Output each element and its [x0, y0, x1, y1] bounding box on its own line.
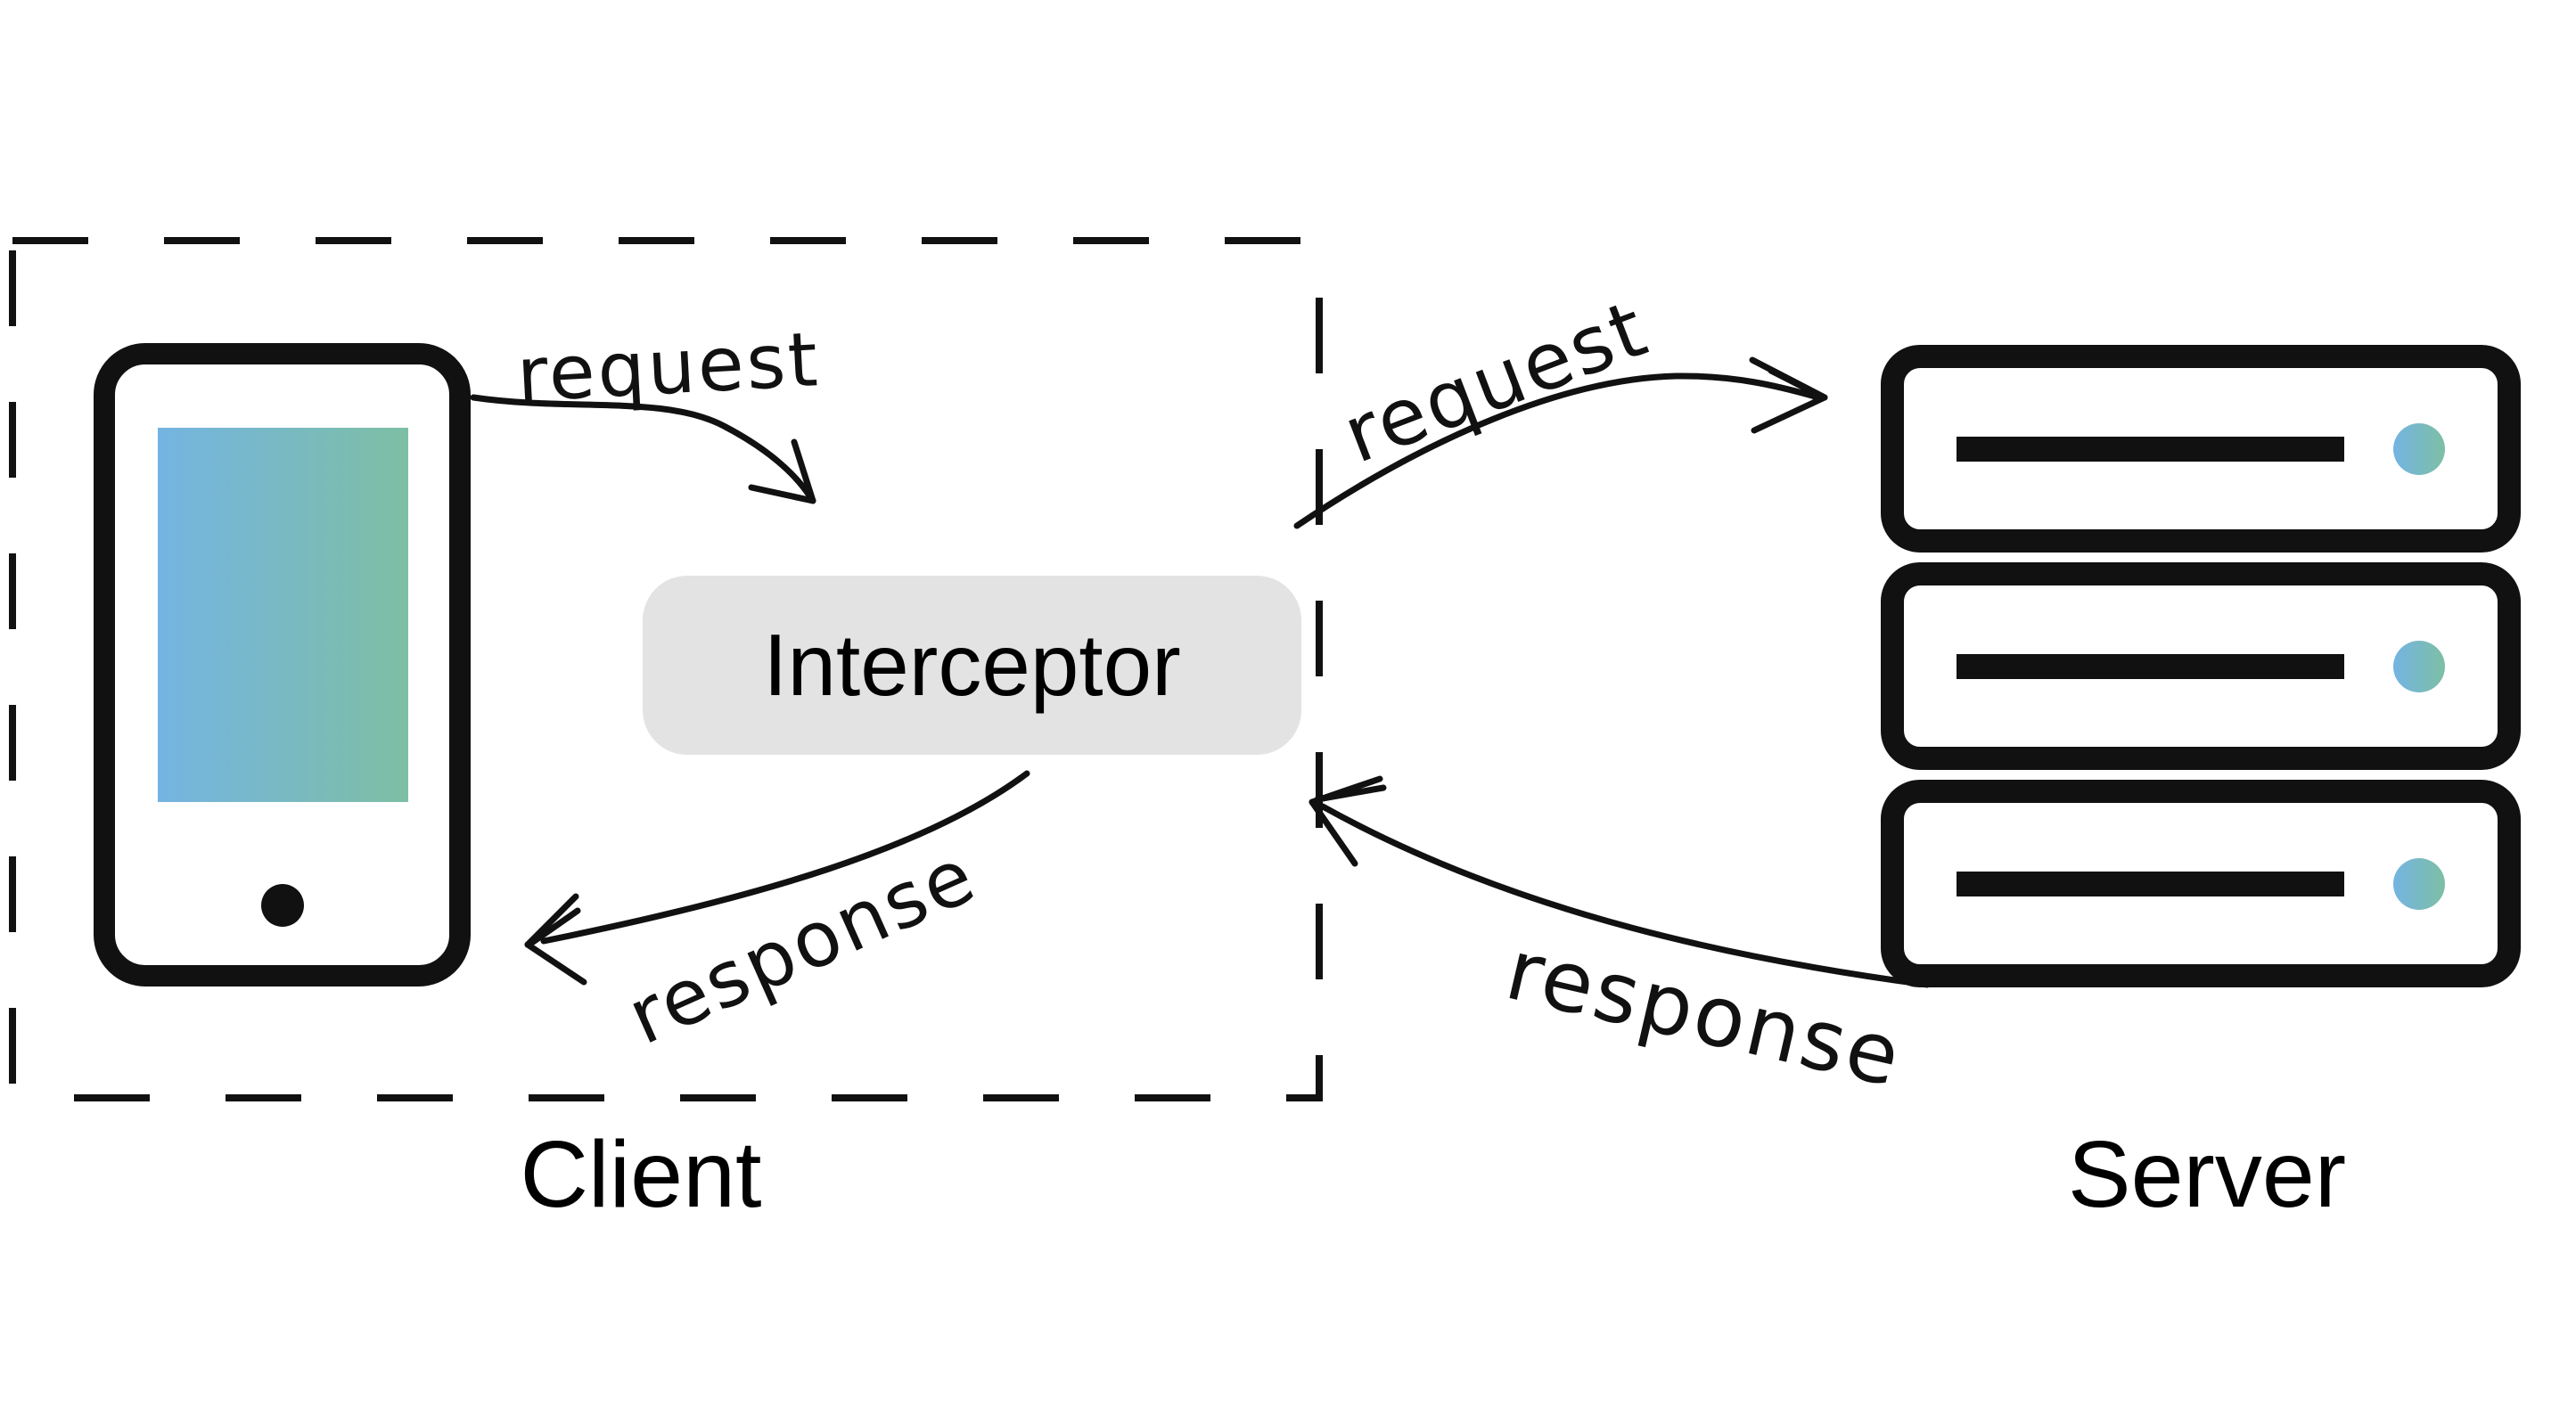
phone-screen: [158, 428, 408, 802]
interceptor-box: Interceptor: [643, 576, 1301, 755]
server-label: Server: [2067, 1122, 2347, 1227]
server-unit: [1881, 345, 2521, 553]
server-led-icon: [2393, 857, 2445, 910]
server-unit: [1881, 562, 2521, 770]
server-drive-bar-icon: [1957, 653, 2344, 679]
phone-icon: [94, 343, 471, 986]
server-led-icon: [2393, 640, 2445, 692]
request-label-client: request: [514, 315, 823, 419]
client-label: Client: [520, 1122, 762, 1227]
request-arrow-interceptor-to-server: [1293, 356, 1828, 529]
server-drive-bar-icon: [1957, 871, 2344, 896]
request-arrow-client-to-interceptor: [470, 394, 816, 504]
phone-home-button-icon: [261, 884, 304, 927]
response-arrow-interceptor-to-client: [524, 770, 1030, 986]
arrowhead-icon: [791, 438, 816, 504]
interceptor-label: Interceptor: [763, 616, 1181, 714]
server-led-icon: [2393, 422, 2445, 475]
server-drive-bar-icon: [1957, 436, 2344, 462]
response-arrow-server-to-interceptor: [1309, 775, 1931, 988]
client-boundary-box: [9, 237, 1323, 1101]
server-unit: [1881, 780, 2521, 987]
server-stack-icon: [1881, 345, 2521, 987]
